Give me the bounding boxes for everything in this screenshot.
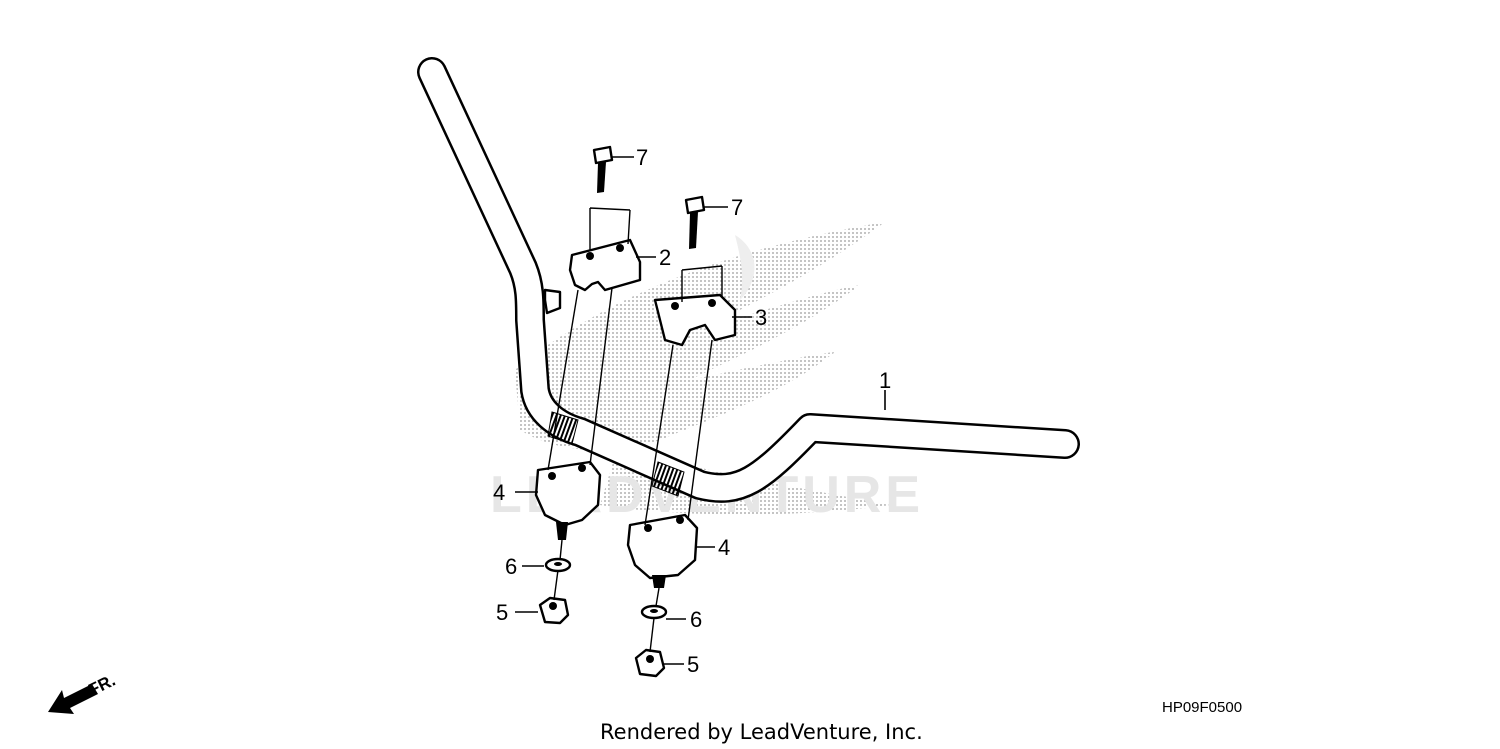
lower-holder-right bbox=[626, 513, 699, 588]
callout-nut-right: 5 bbox=[687, 652, 699, 677]
callout-bolt-right: 7 bbox=[731, 195, 743, 220]
arrow-left-down-icon bbox=[48, 684, 98, 714]
callout-upper-holder-left: 2 bbox=[659, 245, 671, 270]
callout-handlebar: 1 bbox=[879, 368, 891, 393]
callout-lower-holder-left: 4 bbox=[493, 480, 505, 505]
assembly-lines bbox=[547, 287, 713, 653]
callout-nut-left: 5 bbox=[496, 600, 508, 625]
nut-right bbox=[634, 648, 666, 678]
bolt-left bbox=[592, 145, 614, 193]
upper-holder-left bbox=[568, 207, 642, 292]
bolt-right bbox=[684, 195, 706, 249]
callout-lower-holder-right: 4 bbox=[718, 535, 730, 560]
callout-washer-left: 6 bbox=[505, 554, 517, 579]
leader-lines bbox=[515, 156, 886, 665]
handlebar bbox=[417, 57, 1080, 503]
callout-washer-right: 6 bbox=[690, 607, 702, 632]
lower-holder-left bbox=[534, 460, 602, 540]
callouts: 7 7 2 3 1 4 4 6 6 5 5 bbox=[493, 145, 891, 677]
diagram-code: HP09F0500 bbox=[1162, 699, 1242, 716]
callout-upper-holder-right: 3 bbox=[755, 305, 767, 330]
watermark-wing-logo bbox=[515, 222, 890, 515]
callout-bolt-left: 7 bbox=[636, 145, 648, 170]
render-credit: Rendered by LeadVenture, Inc. bbox=[600, 720, 923, 744]
front-direction-indicator: FR. bbox=[48, 671, 118, 714]
upper-holder-right bbox=[653, 265, 737, 347]
nut-left bbox=[538, 596, 570, 625]
